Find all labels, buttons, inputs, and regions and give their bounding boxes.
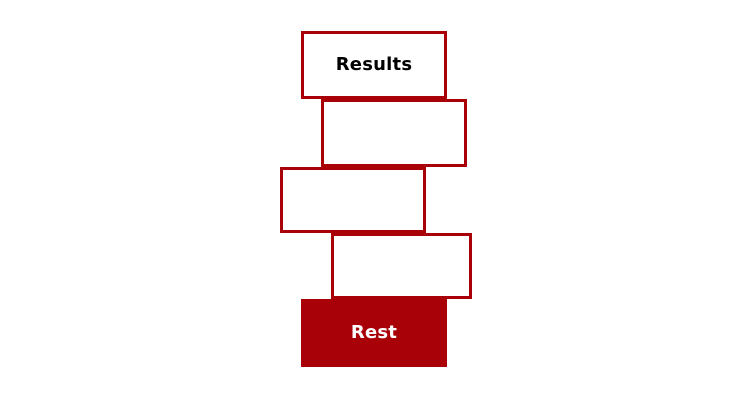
diagram-box-label: Results	[335, 54, 413, 75]
diagram-box-results[interactable]: Results	[301, 31, 447, 99]
diagram-box-label: Rest	[350, 322, 398, 343]
diagram-box-2[interactable]	[321, 99, 467, 167]
diagram-box-4[interactable]	[331, 233, 472, 299]
diagram-box-3[interactable]	[280, 167, 426, 233]
diagram-box-rest[interactable]: Rest	[301, 299, 447, 367]
